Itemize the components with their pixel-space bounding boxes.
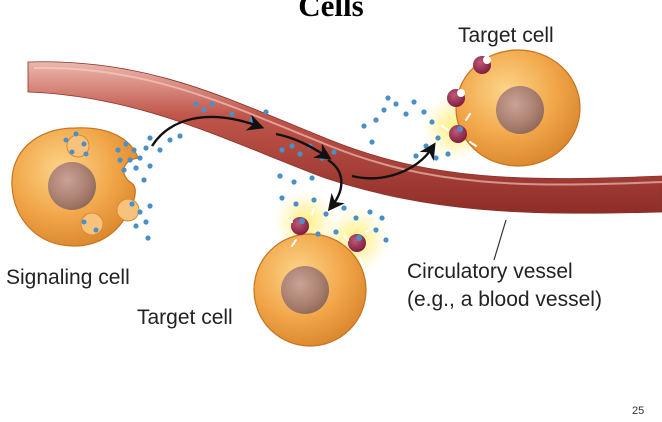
- arrow-to-top-target: [351, 142, 436, 180]
- arrow-to-bottom-target: [327, 158, 345, 212]
- receptor-bound: [449, 125, 467, 143]
- vessel-leader-line: [493, 219, 507, 261]
- target-cell-bottom: [253, 233, 367, 347]
- target-cell-top: [455, 49, 581, 167]
- receptor: [473, 56, 491, 74]
- slide-title: Cells: [298, 0, 363, 23]
- label-target-cell-top: Target cell: [458, 24, 554, 47]
- page-number: 25: [632, 405, 644, 417]
- label-target-cell-bottom: Target cell: [137, 306, 233, 329]
- nucleus: [496, 86, 544, 134]
- receptor-bound: [291, 217, 309, 235]
- label-vessel-line1: Circulatory vessel: [407, 260, 573, 283]
- activation-sparkles: [287, 113, 477, 265]
- nucleus: [48, 162, 96, 210]
- transport-arrows: [150, 114, 436, 212]
- arrow-in-vessel: [275, 132, 332, 160]
- secretory-vesicle: [116, 198, 140, 222]
- signaling-cell: [11, 127, 140, 247]
- arrow-secretion: [150, 114, 265, 147]
- receptor: [447, 89, 465, 107]
- label-vessel-line2: (e.g., a blood vessel): [407, 288, 602, 311]
- label-signaling-cell: Signaling cell: [6, 266, 130, 289]
- receptors: [291, 56, 491, 252]
- nucleus: [281, 266, 329, 314]
- receptor-bound: [348, 234, 366, 252]
